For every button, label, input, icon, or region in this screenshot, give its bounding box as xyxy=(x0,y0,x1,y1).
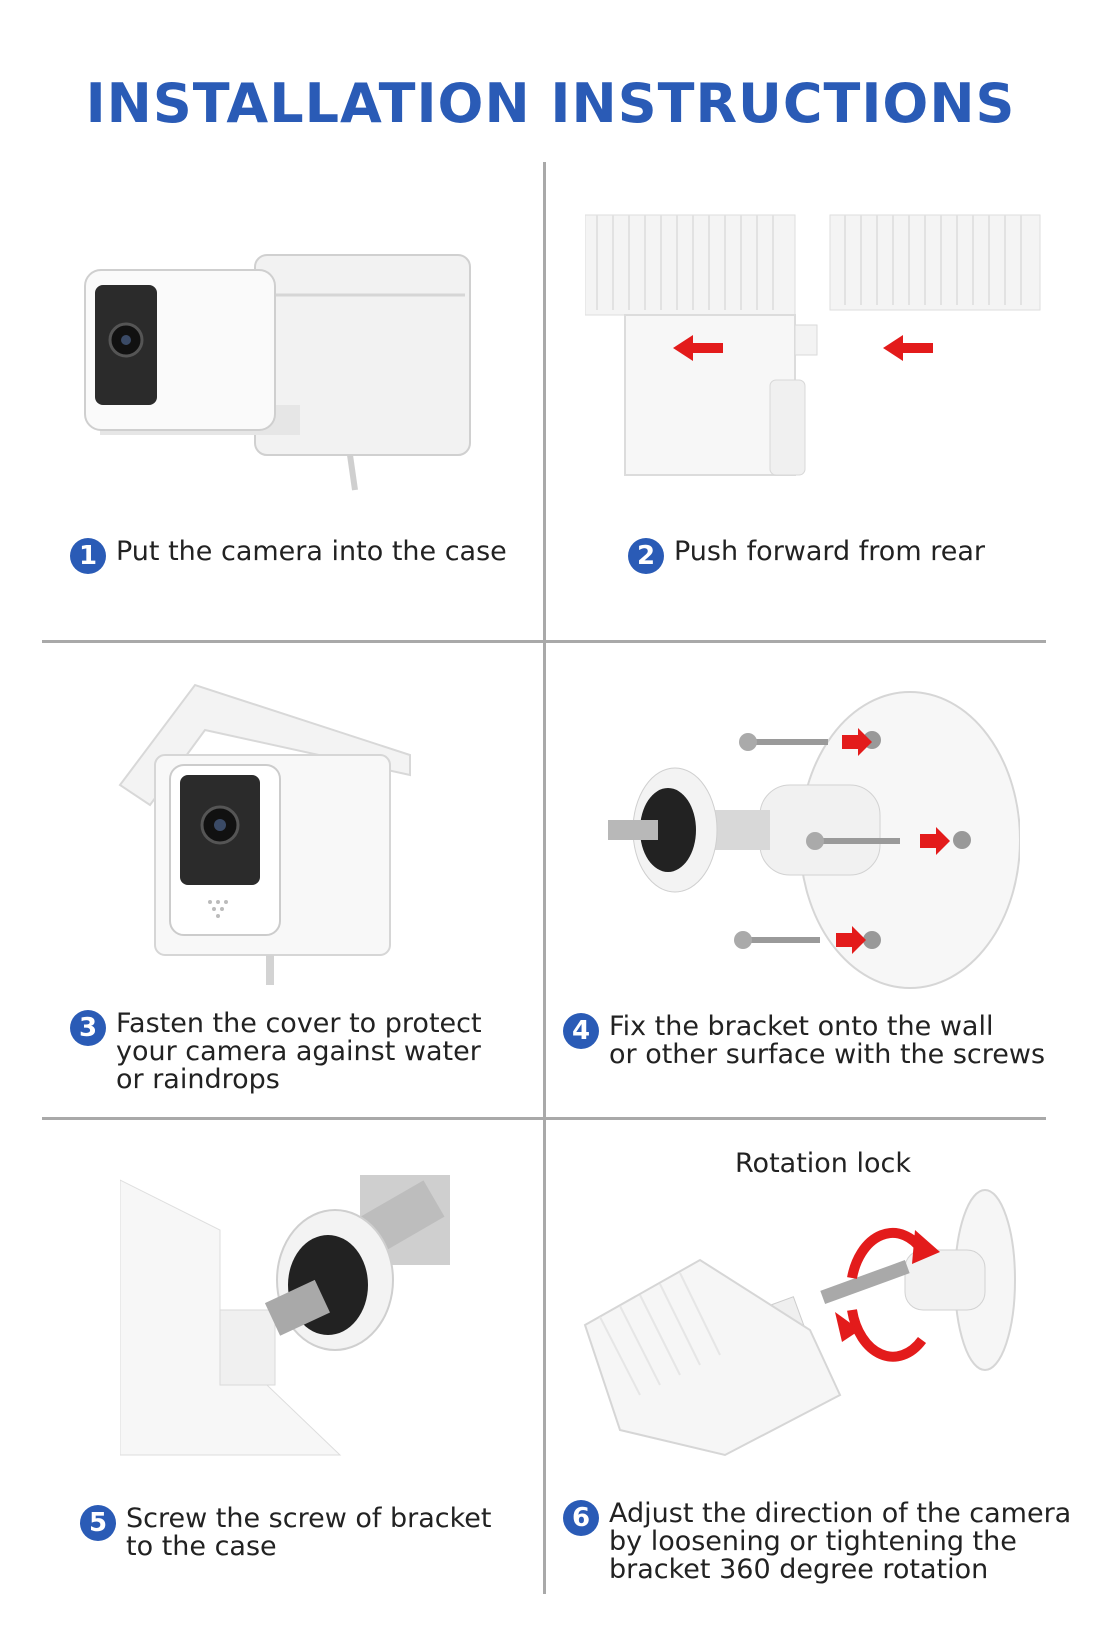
step-6-text: Adjust the direction of the camera by lo… xyxy=(609,1498,1072,1585)
step-1: 1 Put the camera into the case xyxy=(70,538,507,574)
step-5: 5 Screw the screw of bracket to the case xyxy=(80,1505,491,1561)
horizontal-divider-1 xyxy=(42,640,1046,643)
vertical-divider xyxy=(543,162,546,1594)
step-1-number: 1 xyxy=(70,538,106,574)
cover-fastened-illustration xyxy=(118,683,411,985)
camera-into-case-illustration xyxy=(84,254,471,491)
screw-to-case-illustration xyxy=(120,1175,450,1456)
step-4-text: Fix the bracket onto the wall or other s… xyxy=(609,1011,1046,1070)
step-3-text: Fasten the cover to protect your camera … xyxy=(116,1008,482,1095)
step-3: 3 Fasten the cover to protect your camer… xyxy=(70,1010,482,1094)
page-title: INSTALLATION INSTRUCTIONS xyxy=(85,72,1016,135)
step-2-text: Push forward from rear xyxy=(674,536,985,567)
bracket-screws-illustration xyxy=(608,691,1020,989)
step-4: 4 Fix the bracket onto the wall or other… xyxy=(563,1013,1045,1069)
step-5-number: 5 xyxy=(80,1505,116,1541)
step-2: 2 Push forward from rear xyxy=(628,538,985,574)
rotation-adjust-illustration xyxy=(583,1189,1016,1457)
step-6-number: 6 xyxy=(563,1500,599,1536)
step-6: 6 Adjust the direction of the camera by … xyxy=(563,1500,1071,1584)
step-1-text: Put the camera into the case xyxy=(116,536,507,567)
push-forward-illustration xyxy=(585,214,1041,476)
step-2-number: 2 xyxy=(628,538,664,574)
horizontal-divider-2 xyxy=(42,1117,1046,1120)
step-5-text: Screw the screw of bracket to the case xyxy=(126,1503,492,1562)
step-4-number: 4 xyxy=(563,1013,599,1049)
rotation-lock-label: Rotation lock xyxy=(735,1148,912,1179)
step-3-number: 3 xyxy=(70,1010,106,1046)
